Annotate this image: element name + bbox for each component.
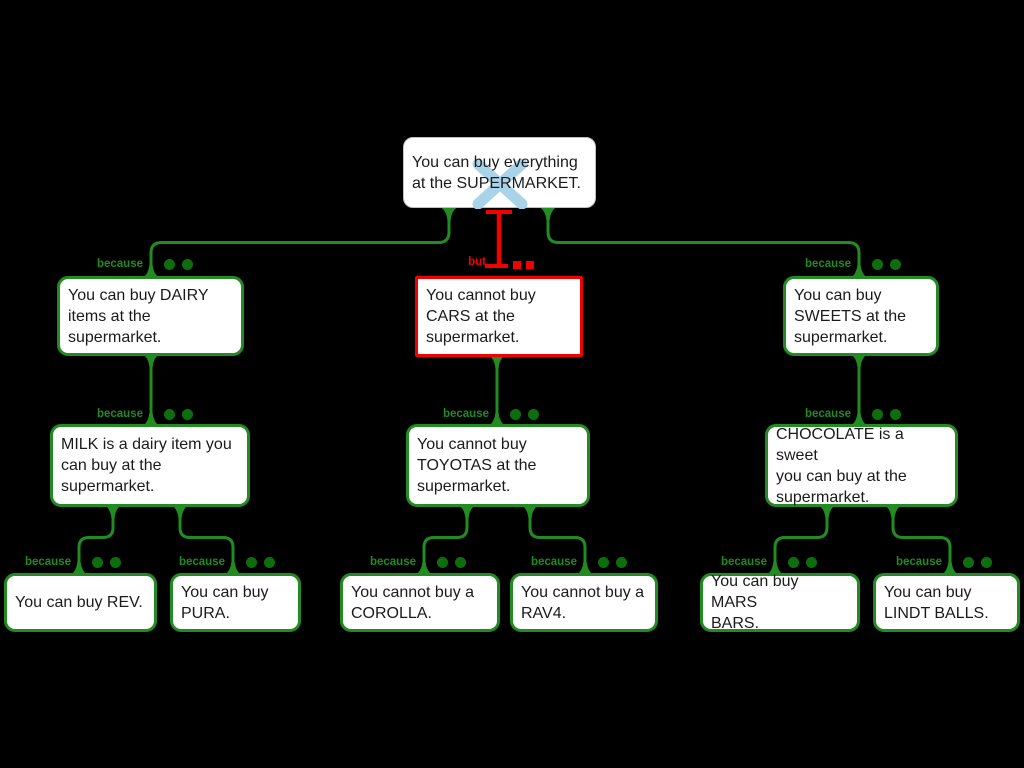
claim-mars[interactable]: You can buy MARS BARS. <box>700 573 860 632</box>
claim-cars[interactable]: You cannot buy CARS at the supermarket. <box>415 276 583 357</box>
rating-dot <box>164 409 175 420</box>
claim-pura-text: You can buy PURA. <box>181 583 269 622</box>
claim-dairy-text: You can buy DAIRY items at the supermark… <box>68 286 209 346</box>
rating-dots-pura <box>246 557 275 568</box>
rating-dot <box>788 557 799 568</box>
rating-dots-toyotas <box>510 409 539 420</box>
claim-sweets-text: You can buy SWEETS at the supermarket. <box>794 286 907 346</box>
edge-label-because-corolla: because <box>369 556 416 568</box>
rating-dot <box>182 409 193 420</box>
claim-sweets[interactable]: You can buy SWEETS at the supermarket. <box>783 276 939 356</box>
rating-dot <box>246 557 257 568</box>
rating-squares-cars <box>513 261 534 269</box>
rejected-cross-icon <box>472 159 528 209</box>
rating-dots-milk <box>164 409 193 420</box>
rating-dot <box>598 557 609 568</box>
rating-dot <box>455 557 466 568</box>
edge-label-because-chocolate: because <box>804 408 851 420</box>
rating-dot <box>963 557 974 568</box>
connector-flare <box>539 207 557 220</box>
rating-dot <box>528 409 539 420</box>
claim-lindt[interactable]: You can buy LINDT BALLS. <box>873 573 1020 632</box>
claim-toyotas-text: You cannot buy TOYOTAS at the supermarke… <box>417 436 537 495</box>
rating-dot <box>981 557 992 568</box>
rating-dot <box>890 409 901 420</box>
claim-chocolate[interactable]: CHOCOLATE is a sweet you can buy at the … <box>765 424 958 507</box>
edge-label-because-rev: because <box>24 556 71 568</box>
rating-dot <box>182 259 193 270</box>
edge-label-because-lindt: because <box>895 556 942 568</box>
connector-flare <box>440 207 458 220</box>
edge-label-but-cars: but <box>468 256 486 268</box>
claim-dairy[interactable]: You can buy DAIRY items at the supermark… <box>57 276 244 356</box>
edge-label-because-pura: because <box>178 556 225 568</box>
rating-square <box>513 261 521 269</box>
claim-corolla-text: You cannot buy a COROLLA. <box>351 583 475 622</box>
rating-dots-corolla <box>437 557 466 568</box>
edge-label-because-sweets: because <box>804 258 851 270</box>
claim-rev-text: You can buy REV. <box>15 594 143 611</box>
claim-pura[interactable]: You can buy PURA. <box>170 573 301 632</box>
rating-dot <box>806 557 817 568</box>
edge-label-because-rav4: because <box>530 556 577 568</box>
rating-dot <box>164 259 175 270</box>
rating-dot <box>616 557 627 568</box>
claim-rav4[interactable]: You cannot buy a RAV4. <box>510 573 658 632</box>
claim-root-text: You can buy everything at the SUPERMARKE… <box>412 153 581 192</box>
rating-dot <box>872 259 883 270</box>
claim-mars-text: You can buy MARS BARS. <box>711 573 799 632</box>
rating-dot <box>890 259 901 270</box>
rating-dots-rev <box>92 557 121 568</box>
rating-dot <box>872 409 883 420</box>
edge-label-because-dairy: because <box>96 258 143 270</box>
rating-dot <box>510 409 521 420</box>
rating-dots-mars <box>788 557 817 568</box>
claim-cars-text: You cannot buy CARS at the supermarket. <box>426 287 536 346</box>
claim-corolla[interactable]: You cannot buy a COROLLA. <box>340 573 500 632</box>
edge-label-because-milk: because <box>96 408 143 420</box>
rating-dot <box>437 557 448 568</box>
rating-square <box>526 261 534 269</box>
claim-milk[interactable]: MILK is a dairy item you can buy at the … <box>50 424 250 507</box>
claim-milk-text: MILK is a dairy item you can buy at the … <box>61 436 232 495</box>
rating-dots-sweets <box>872 259 901 270</box>
rating-dot <box>110 557 121 568</box>
claim-rev[interactable]: You can buy REV. <box>4 573 157 632</box>
claim-root[interactable]: You can buy everything at the SUPERMARKE… <box>403 137 596 209</box>
rating-dots-chocolate <box>872 409 901 420</box>
claim-toyotas[interactable]: You cannot buy TOYOTAS at the supermarke… <box>406 424 590 507</box>
rating-dot <box>264 557 275 568</box>
rating-dots-dairy <box>164 259 193 270</box>
edge-root-cars-objection <box>485 210 512 268</box>
rating-dot <box>92 557 103 568</box>
edge-label-because-toyotas: because <box>442 408 489 420</box>
claim-lindt-text: You can buy LINDT BALLS. <box>884 583 989 622</box>
claim-rav4-text: You cannot buy a RAV4. <box>521 583 645 622</box>
rating-dots-lindt <box>963 557 992 568</box>
edge-label-because-mars: because <box>720 556 767 568</box>
claim-chocolate-text: CHOCOLATE is a sweet you can buy at the … <box>776 425 907 506</box>
rating-dots-rav4 <box>598 557 627 568</box>
